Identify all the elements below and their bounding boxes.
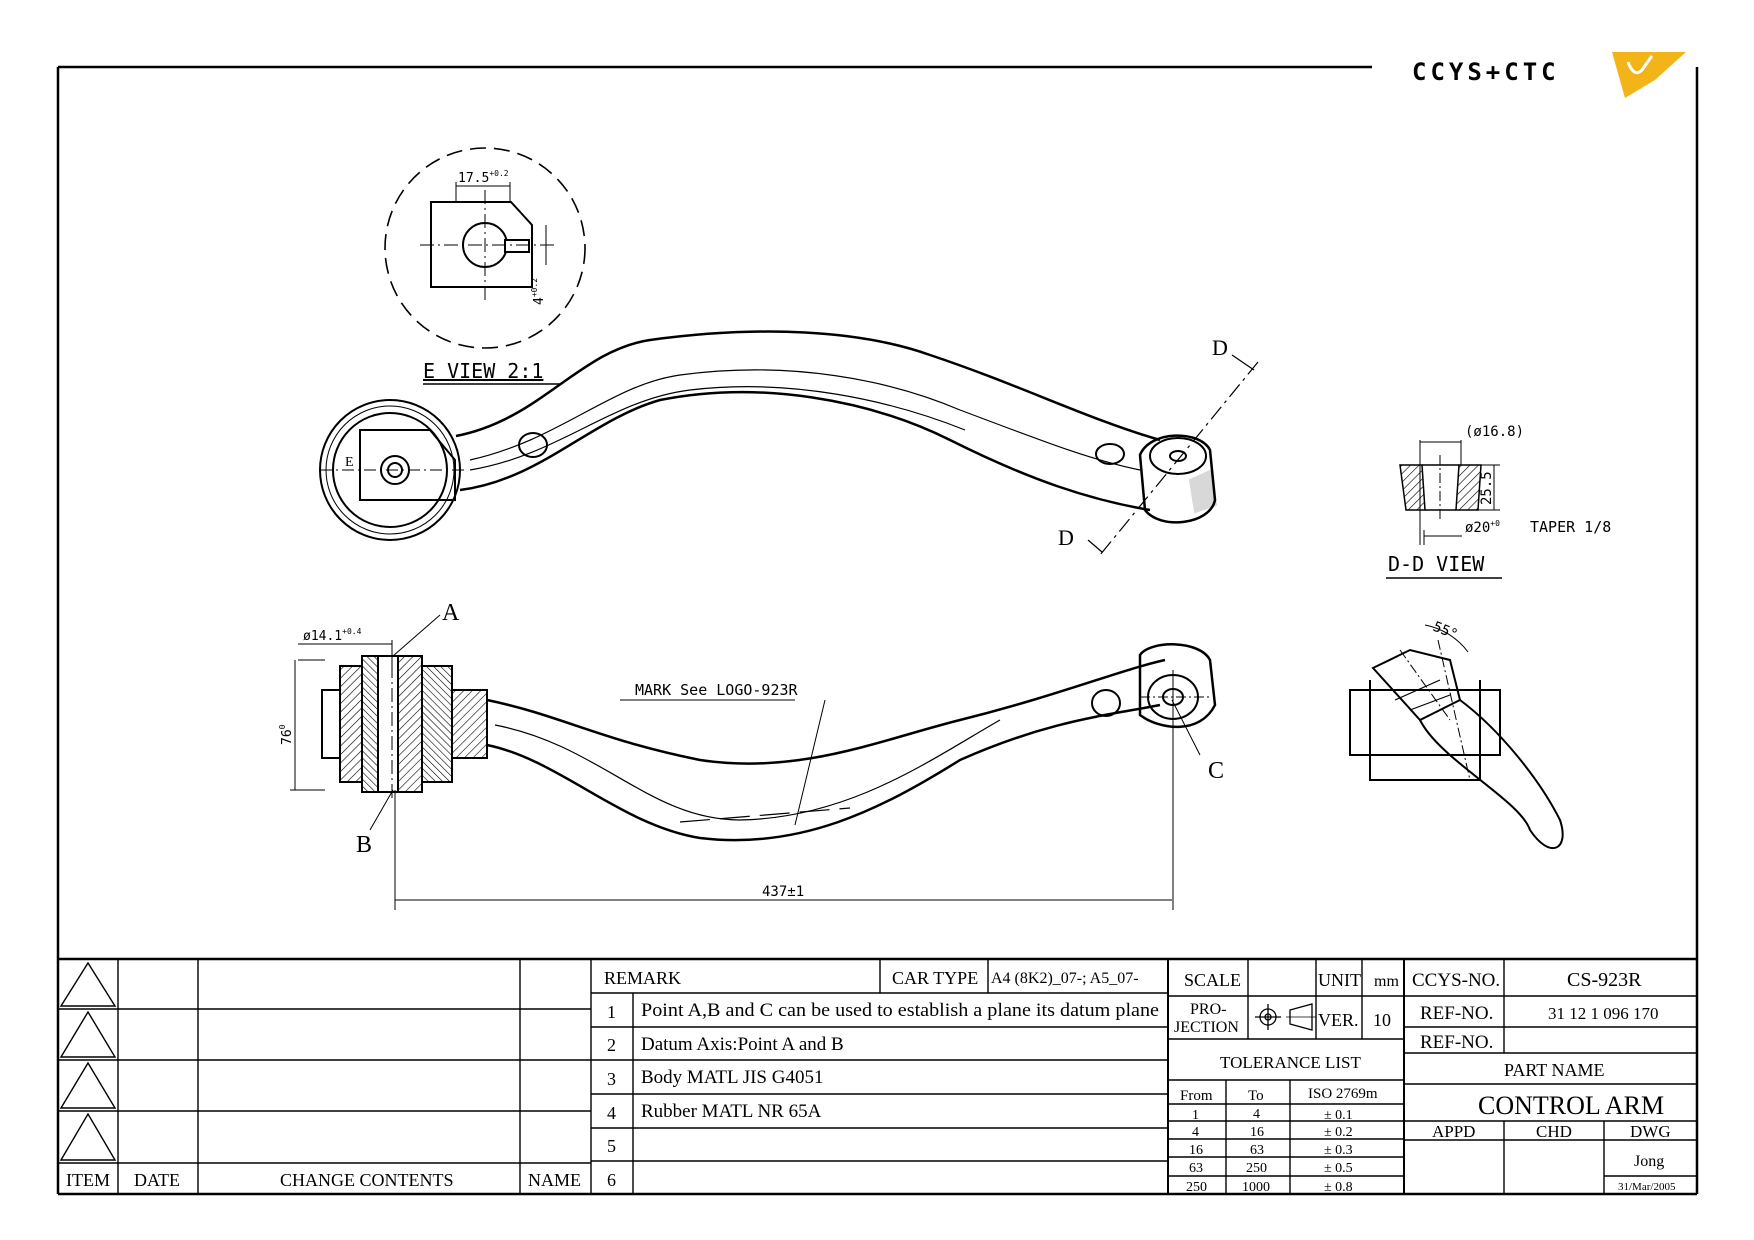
- ver-label: VER.: [1318, 1010, 1359, 1030]
- company-logo: CCYS+CTC: [1412, 52, 1686, 98]
- unit-value: mm: [1374, 973, 1399, 990]
- projection-symbol-icon: [1255, 1003, 1316, 1031]
- ref-no2-label: REF-NO.: [1420, 1032, 1493, 1053]
- tol-to-2: 16: [1250, 1125, 1264, 1140]
- remark-num-2: 2: [607, 1035, 616, 1055]
- bush-dia-dim: ø14.1+0.4: [303, 627, 362, 644]
- revision-triangles: [59, 961, 117, 1161]
- chd-label: CHD: [1536, 1122, 1572, 1141]
- remark-num-3: 3: [607, 1069, 616, 1089]
- remark-text-3: Body MATL JIS G4051: [641, 1067, 823, 1088]
- point-b-label: B: [356, 832, 372, 858]
- ver-value: 10: [1373, 1010, 1391, 1030]
- remark-label: REMARK: [604, 968, 681, 988]
- tol-from-5: 250: [1186, 1180, 1207, 1195]
- revision-triangle-icon: [59, 1010, 117, 1058]
- dd-view-section: [1399, 440, 1500, 545]
- dd-taper: TAPER 1/8: [1530, 518, 1611, 536]
- rev-header-name: NAME: [528, 1170, 581, 1190]
- dd-view-label: D-D VIEW: [1388, 552, 1485, 576]
- tol-val-4: ± 0.5: [1324, 1161, 1353, 1176]
- tol-to-1: 4: [1253, 1107, 1260, 1122]
- remark-num-1: 1: [607, 1002, 616, 1022]
- tol-val-3: ± 0.3: [1324, 1143, 1353, 1158]
- ref-no-value: 31 12 1 096 170: [1548, 1004, 1659, 1023]
- rev-header-date: DATE: [134, 1170, 180, 1190]
- mark-callout: MARK See LOGO-923R: [635, 681, 799, 699]
- dd-height: 25.5: [1479, 471, 1495, 505]
- tol-from-2: 4: [1192, 1125, 1199, 1140]
- tol-from-4: 63: [1189, 1161, 1203, 1176]
- ref-no-label: REF-NO.: [1420, 1003, 1493, 1024]
- rev-header-change: CHANGE CONTENTS: [280, 1170, 454, 1190]
- tol-header-to: To: [1248, 1088, 1264, 1104]
- point-a-label: A: [442, 600, 460, 626]
- tol-val-2: ± 0.2: [1324, 1125, 1353, 1140]
- revision-triangle-icon: [59, 1112, 117, 1161]
- tol-header-iso: ISO 2769m: [1308, 1086, 1378, 1102]
- remark-num-5: 5: [607, 1136, 616, 1156]
- logo-text: CCYS+CTC: [1412, 58, 1560, 86]
- arm-top-view: [319, 330, 1218, 541]
- title-block-text: ITEM DATE CHANGE CONTENTS NAME REMARK CA…: [66, 968, 1676, 1195]
- car-type-label: CAR TYPE: [892, 968, 978, 988]
- remark-num-4: 4: [607, 1103, 616, 1123]
- remark-num-6: 6: [607, 1170, 616, 1190]
- revision-triangle-icon: [59, 1061, 117, 1109]
- e-view-label: E VIEW 2:1: [423, 359, 543, 383]
- tol-val-5: ± 0.8: [1324, 1180, 1353, 1195]
- tol-from-1: 1: [1192, 1108, 1199, 1123]
- dwg-date: 31/Mar/2005: [1618, 1181, 1676, 1193]
- arm-side-view: [321, 640, 1217, 910]
- projection-label-1: PRO-: [1190, 1001, 1226, 1018]
- ccys-no-value: CS-923R: [1567, 969, 1642, 991]
- logo-mark-icon: [1612, 52, 1686, 98]
- unit-label: UNIT: [1318, 970, 1361, 990]
- projection-label-2: JECTION: [1174, 1019, 1239, 1036]
- tol-to-3: 63: [1250, 1143, 1264, 1158]
- tolerance-title: TOLERANCE LIST: [1220, 1053, 1361, 1072]
- section-d-lower: D: [1058, 525, 1074, 550]
- dwg-name: Jong: [1634, 1153, 1664, 1170]
- section-line-dd: [1087, 354, 1259, 556]
- part-name-label: PART NAME: [1504, 1060, 1604, 1080]
- overall-length-dim: 437±1: [762, 884, 804, 900]
- e-view-slot-dim: 4+0.2: [530, 278, 547, 305]
- e-view-detail: [384, 147, 586, 349]
- revision-triangle-icon: [59, 961, 117, 1007]
- tol-to-4: 250: [1246, 1161, 1267, 1176]
- rev-header-item: ITEM: [66, 1170, 110, 1190]
- remark-text-4: Rubber MATL NR 65A: [641, 1101, 822, 1122]
- part-name-value: CONTROL ARM: [1478, 1091, 1664, 1120]
- scale-label: SCALE: [1184, 970, 1241, 990]
- side-view-dimensions: [290, 614, 1201, 910]
- tol-header-from: From: [1180, 1088, 1213, 1104]
- remark-text-2: Datum Axis:Point A and B: [641, 1034, 844, 1055]
- ccys-no-label: CCYS-NO.: [1412, 970, 1500, 991]
- tol-to-5: 1000: [1242, 1180, 1270, 1195]
- dd-dia: ø20+0: [1465, 519, 1500, 536]
- ball-joint-view: [1349, 624, 1564, 850]
- remark-text-1: Point A,B and C can be used to establish…: [641, 1000, 1159, 1021]
- appd-label: APPD: [1432, 1122, 1475, 1141]
- e-marker: E: [345, 455, 354, 470]
- tol-val-1: ± 0.1: [1324, 1108, 1353, 1123]
- dd-dia-ref: (ø16.8): [1465, 424, 1524, 440]
- dwg-label: DWG: [1630, 1122, 1671, 1141]
- point-c-label: C: [1208, 758, 1224, 784]
- car-type-value: A4 (8K2)_07-; A5_07-: [991, 970, 1139, 987]
- e-view-width-dim: 17.5+0.2: [458, 169, 509, 186]
- title-block-grid: [58, 957, 1697, 1194]
- drawing-frame: [56, 65, 1699, 1196]
- tol-from-3: 16: [1189, 1143, 1203, 1158]
- bush-height-dim: 760: [278, 724, 295, 745]
- section-d-upper: D: [1212, 335, 1228, 360]
